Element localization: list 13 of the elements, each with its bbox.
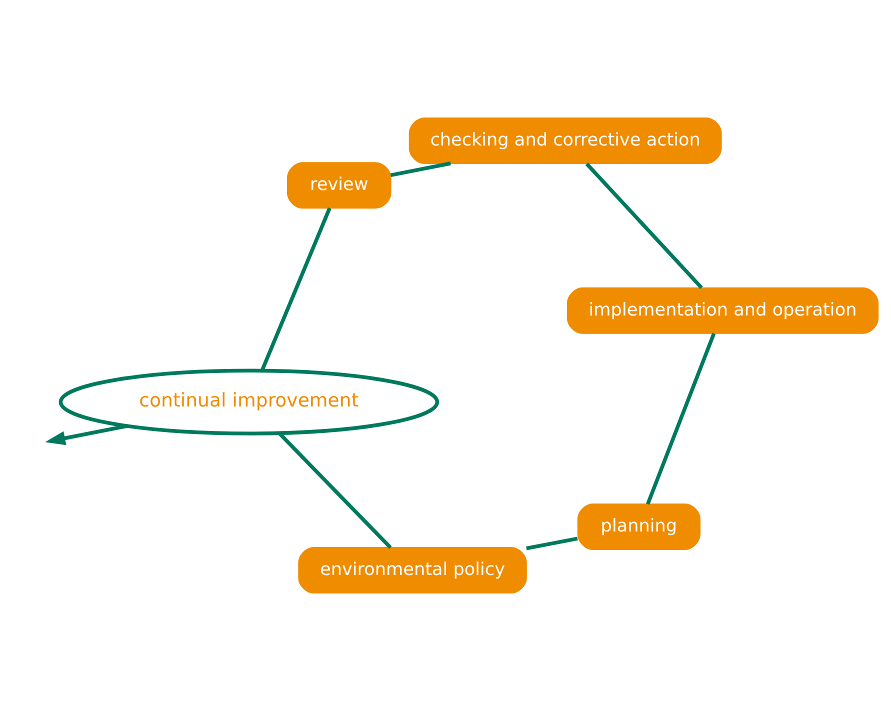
connector: [260, 207, 331, 372]
connector: [277, 432, 392, 549]
arrow: [44, 424, 128, 446]
connector: [646, 332, 716, 505]
node-box: planning: [576, 504, 700, 550]
node-box: environmental policy: [298, 547, 526, 594]
connector: [390, 162, 450, 178]
connector: [526, 536, 578, 550]
node-ellipse: continual improvement: [58, 368, 439, 436]
node-box: review: [286, 162, 391, 209]
node-box: checking and corrective action: [408, 117, 722, 164]
connector: [584, 162, 702, 290]
node-box: implementation and operation: [566, 287, 878, 334]
